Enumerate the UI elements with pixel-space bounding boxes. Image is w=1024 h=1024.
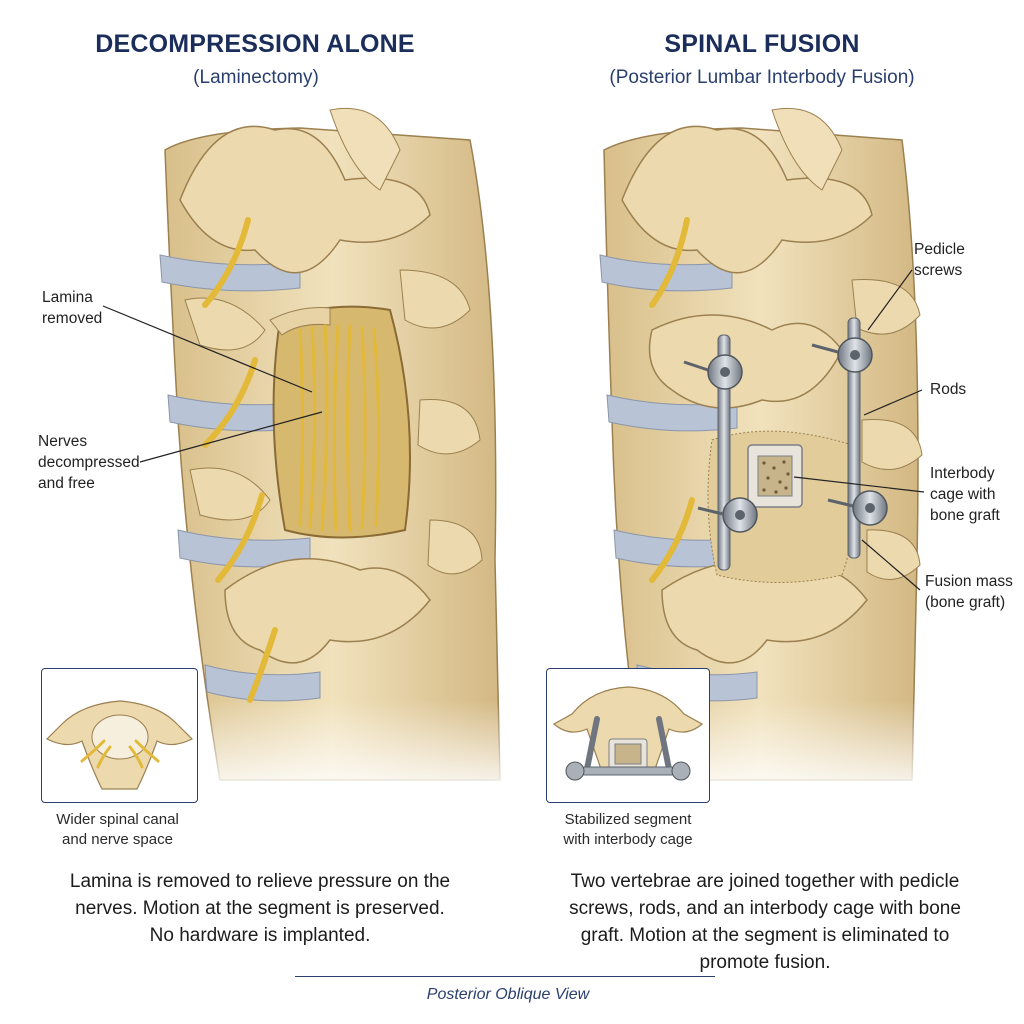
screws-leader-line <box>867 269 913 331</box>
rods-callout: Rods <box>930 381 967 398</box>
fusion-subtitle: (Posterior Lumbar Interbody Fusion) <box>609 67 915 88</box>
decompression-subtitle: (Laminectomy) <box>193 67 319 88</box>
disc-2 <box>606 394 738 432</box>
wider-canal-caption: Wider spinal canal and nerve space <box>56 811 179 848</box>
process-right-2 <box>861 418 923 471</box>
process-left-3 <box>189 467 271 521</box>
disc-1 <box>599 254 733 292</box>
stabilized-segment-caption: Stabilized segment with interbody cage <box>563 811 693 848</box>
axial-fused-vertebra-illustration <box>552 686 704 781</box>
fusion-description: Two vertebrae are joined together with p… <box>569 871 961 973</box>
process-right-3 <box>866 529 921 580</box>
cut-bone-edge <box>269 307 331 336</box>
process-bottom <box>224 558 431 664</box>
laminectomy-opening <box>272 305 411 539</box>
nerves-leader-line <box>139 411 323 463</box>
lamina-removed-callout: Lamina removed <box>42 289 103 327</box>
process-upper-right <box>771 107 843 191</box>
screw-sockets <box>720 350 875 520</box>
process-right-2 <box>417 399 481 455</box>
exposed-nerve-bundle <box>298 324 381 532</box>
decompression-description: Lamina is removed to relieve pressure on… <box>69 871 451 946</box>
laminectomy-spine-illustration <box>102 107 510 800</box>
fusion-mass-callout: Fusion mass (bone graft) <box>925 573 1013 611</box>
fusion-leader-line <box>861 539 921 591</box>
view-label: Posterior Oblique View <box>426 986 590 1003</box>
cage-leader-line <box>793 476 925 493</box>
nerve-roots-left <box>649 217 695 583</box>
rods-leader-line <box>863 389 923 416</box>
nerves-decompressed-callout: Nerves decompressed and free <box>38 433 140 492</box>
axial-vertebra-illustration <box>45 700 194 790</box>
disc-4 <box>204 664 321 702</box>
decompression-panel: DECOMPRESSION ALONE (Laminectomy) <box>38 30 510 946</box>
interbody-cage <box>747 444 803 508</box>
fusion-panel: SPINAL FUSION (Posterior Lumbar Interbod… <box>512 0 1024 1024</box>
nerve-roots-left <box>202 217 278 703</box>
decompression-title: DECOMPRESSION ALONE <box>95 30 415 58</box>
screw-threads <box>683 343 854 516</box>
axial-view-inset-right <box>546 668 710 803</box>
process-right-1 <box>851 278 921 335</box>
fusion-title: SPINAL FUSION <box>664 30 860 58</box>
process-upper-right <box>329 107 401 191</box>
interbody-cage-callout: Interbody cage with bone graft <box>930 465 1000 524</box>
process-middle <box>648 314 843 409</box>
pedicle-screws-callout: Pedicle screws <box>914 241 965 279</box>
process-right-3 <box>427 519 483 575</box>
footer-divider <box>295 976 715 977</box>
axial-view-inset-left <box>41 668 198 803</box>
process-right-1 <box>399 269 471 329</box>
lamina-leader-line <box>102 305 313 393</box>
